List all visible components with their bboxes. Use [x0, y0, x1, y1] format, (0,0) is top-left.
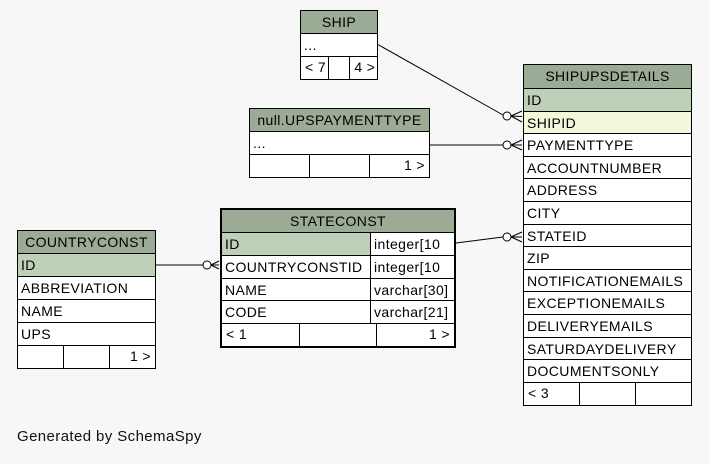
footer-cell	[18, 346, 63, 368]
relationship-ship-shipupsdetails	[376, 43, 523, 123]
column-row-indexed: SHIPID	[524, 111, 691, 135]
footer-cell	[298, 324, 377, 347]
relationship-countryconst-stateconst	[156, 260, 220, 270]
column-name: COUNTRYCONSTID	[222, 255, 370, 278]
footer-cell	[63, 346, 109, 368]
column-row: NAME varchar[30]	[222, 278, 454, 302]
column-name: DOCUMENTSONLY	[527, 363, 660, 380]
column-name: SHIPID	[527, 114, 577, 131]
column-name: CODE	[222, 301, 370, 324]
crowfoot-icon	[510, 139, 523, 151]
column-name: NAME	[21, 303, 64, 319]
column-name: ZIP	[527, 250, 550, 267]
column-row: COUNTRYCONSTID integer[10	[222, 255, 454, 279]
column-name: ...	[253, 135, 266, 151]
column-name: EXCEPTIONEMAILS	[527, 295, 666, 312]
footer-cell	[635, 382, 691, 405]
footer-cell	[579, 382, 635, 405]
parents-count: 4 >	[349, 57, 377, 79]
footer-cell	[328, 57, 349, 79]
parents-count: 1 >	[109, 346, 155, 368]
table-footer: < 1 1 >	[222, 324, 454, 347]
column-name: STATEID	[527, 227, 587, 244]
entity-table-shipupsdetails[interactable]: SHIPUPSDETAILS ID SHIPID PAYMENTTYPE ACC…	[523, 64, 692, 406]
column-name: ACCOUNTNUMBER	[527, 159, 663, 176]
column-row: PAYMENTTYPE	[524, 134, 691, 157]
table-footer: 1 >	[250, 155, 429, 177]
column-row: ADDRESS	[524, 179, 691, 202]
column-row: UPS	[18, 323, 155, 346]
table-footer: < 3	[524, 382, 691, 405]
table-footer: < 7 4 >	[301, 57, 377, 79]
table-footer: 1 >	[18, 346, 155, 368]
table-title[interactable]: SHIP	[301, 11, 377, 34]
column-type: varchar[21]	[370, 301, 454, 324]
column-name: ABBREVIATION	[21, 280, 129, 296]
crowfoot-icon	[510, 231, 523, 243]
column-row: ABBREVIATION	[18, 277, 155, 300]
relationship-upspaymenttype-shipupsdetails	[430, 139, 523, 151]
crowfoot-icon	[510, 110, 523, 123]
entity-table-ship[interactable]: SHIP ... < 7 4 >	[300, 10, 378, 80]
column-row: STATEID	[524, 225, 691, 248]
column-name: ADDRESS	[527, 182, 598, 199]
children-count: < 3	[528, 384, 550, 401]
children-count: < 1	[226, 326, 248, 343]
column-name: CITY	[527, 204, 561, 221]
column-row-primary-key: ID	[18, 254, 155, 277]
table-title[interactable]: COUNTRYCONST	[18, 231, 155, 254]
column-row: CITY	[524, 202, 691, 225]
column-name: ID	[222, 233, 370, 255]
table-title[interactable]: null.UPSPAYMENTTYPE	[250, 109, 429, 132]
footer-cell	[250, 155, 309, 177]
cardinality-circle-icon	[202, 260, 212, 270]
relationship-stateconst-shipupsdetails	[455, 231, 523, 244]
table-title[interactable]: STATECONST	[222, 210, 454, 233]
column-row: DOCUMENTSONLY	[524, 360, 691, 383]
column-type: integer[10	[370, 233, 454, 255]
column-row: ...	[301, 34, 377, 57]
column-name: UPS	[21, 326, 51, 342]
cardinality-circle-icon	[502, 140, 512, 150]
footer-cell	[309, 155, 369, 177]
column-row: SATURDAYDELIVERY	[524, 338, 691, 361]
column-name: PAYMENTTYPE	[527, 137, 634, 154]
column-name: ID	[527, 92, 542, 108]
column-row: ...	[250, 132, 429, 155]
parents-count: 1 >	[376, 324, 454, 347]
column-row-primary-key: ID integer[10	[222, 233, 454, 256]
column-row: CODE varchar[21]	[222, 301, 454, 325]
column-name: ID	[21, 257, 36, 273]
column-row: DELIVERYEMAILS	[524, 315, 691, 338]
column-name: DELIVERYEMAILS	[527, 317, 653, 334]
column-row: NAME	[18, 300, 155, 323]
column-name: NOTIFICATIONEMAILS	[527, 272, 684, 289]
generated-by-label: Generated by SchemaSpy	[17, 428, 202, 445]
column-row: EXCEPTIONEMAILS	[524, 292, 691, 315]
table-title[interactable]: SHIPUPSDETAILS	[524, 65, 691, 89]
column-row: NOTIFICATIONEMAILS	[524, 270, 691, 293]
column-type: integer[10	[370, 255, 454, 278]
column-type: varchar[30]	[370, 278, 454, 301]
column-row-primary-key: ID	[524, 89, 691, 112]
column-row: ZIP	[524, 247, 691, 270]
children-count: < 7	[305, 59, 327, 75]
entity-table-countryconst[interactable]: COUNTRYCONST ID ABBREVIATION NAME UPS 1 …	[17, 230, 156, 369]
column-name: ...	[304, 37, 317, 53]
cardinality-circle-icon	[502, 111, 512, 121]
entity-table-upspaymenttype[interactable]: null.UPSPAYMENTTYPE ... 1 >	[249, 108, 430, 178]
cardinality-circle-icon	[502, 232, 512, 242]
entity-table-stateconst[interactable]: STATECONST ID integer[10 COUNTRYCONSTID …	[220, 208, 456, 349]
crowfoot-icon	[210, 260, 220, 270]
parents-count: 1 >	[369, 155, 429, 177]
column-name: SATURDAYDELIVERY	[527, 340, 677, 357]
column-name: NAME	[222, 278, 370, 301]
column-row: ACCOUNTNUMBER	[524, 157, 691, 180]
